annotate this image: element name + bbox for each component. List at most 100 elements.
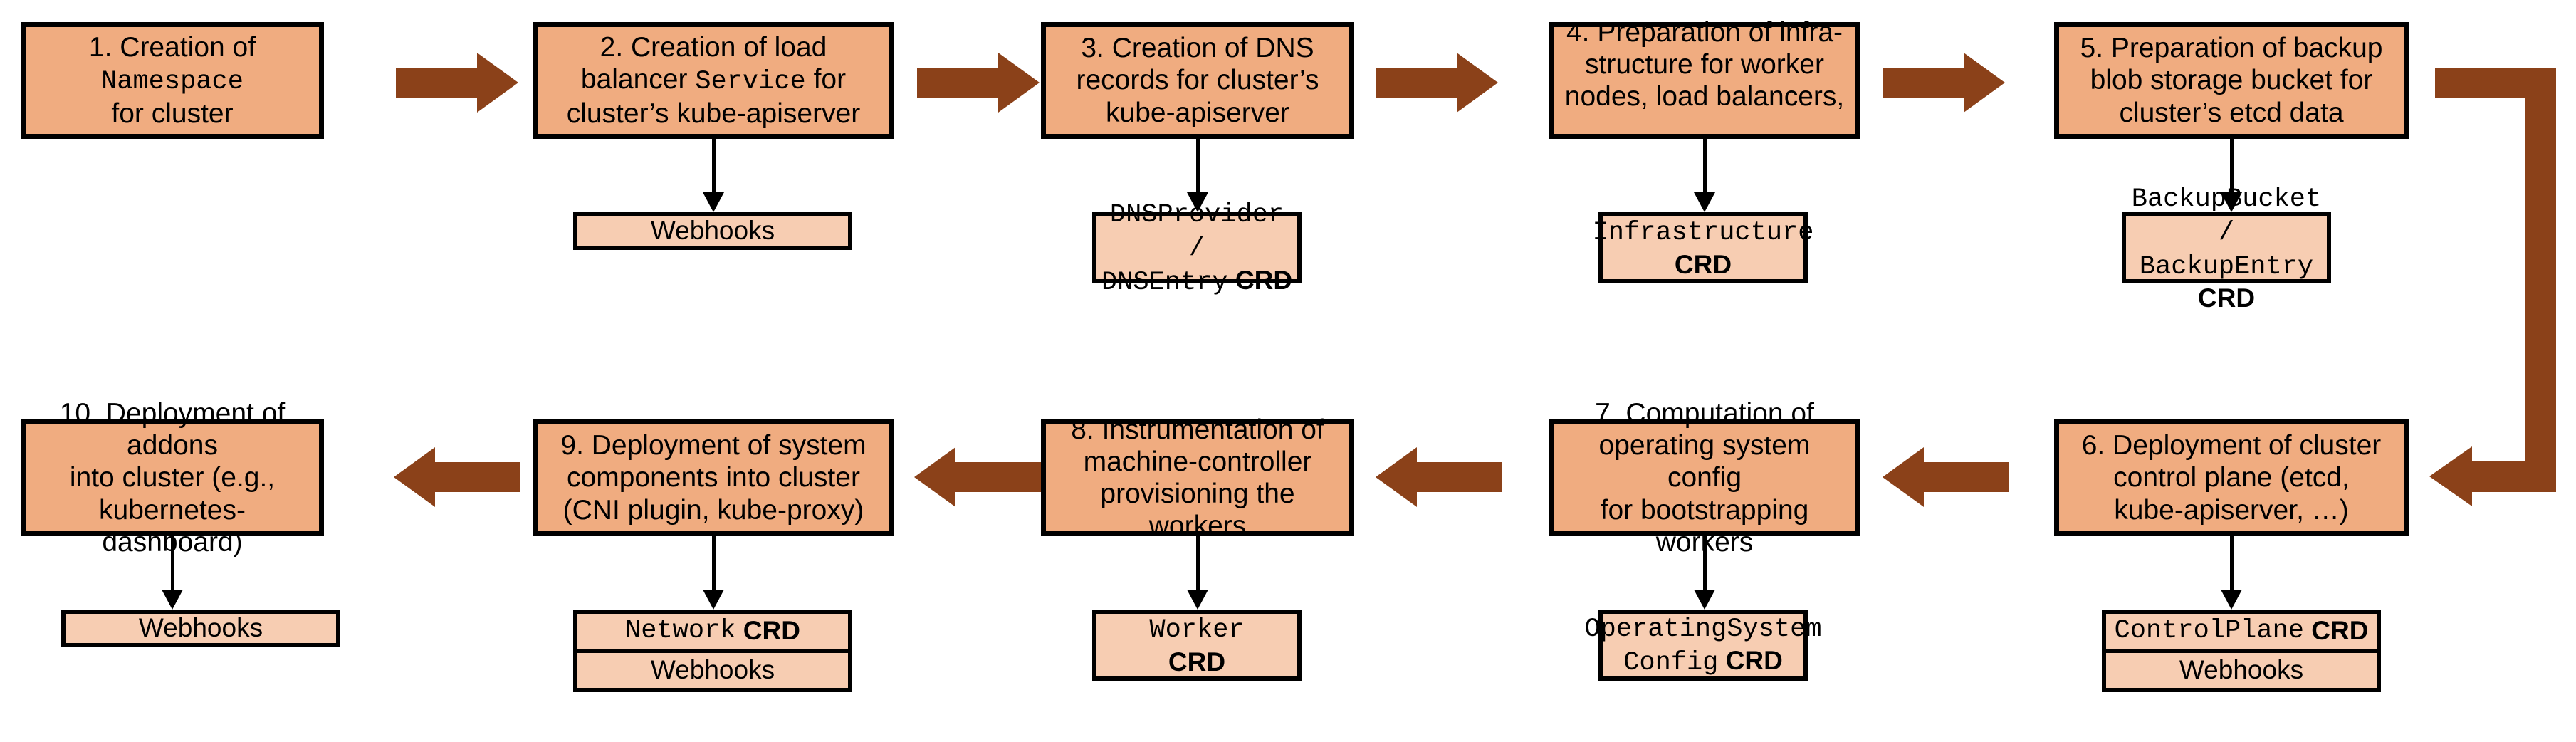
arrow-head-right-icon bbox=[1964, 53, 2005, 113]
crd-kind-line-1: OperatingSystem bbox=[1584, 614, 1822, 644]
connector-shaft bbox=[1702, 536, 1707, 591]
step-5-line-3: cluster’s etcd data bbox=[2119, 97, 2344, 128]
step-10-line-2: into cluster (e.g., bbox=[69, 462, 276, 493]
arrow-head-left-icon bbox=[914, 447, 955, 507]
connector-shaft bbox=[2229, 139, 2234, 194]
arrow-step5-to-step6-lower-horizontal-segment bbox=[2471, 461, 2556, 492]
arrow-head-down-icon bbox=[703, 590, 724, 610]
step-6-line-2: control plane (etcd, bbox=[2113, 462, 2350, 493]
crd-kind: Network bbox=[625, 616, 736, 647]
crd-suffix: CRD bbox=[2197, 283, 2256, 313]
arrow-head-down-icon bbox=[703, 192, 724, 212]
step-10-label: 10. Deployment of addons into cluster (e… bbox=[26, 397, 319, 558]
step-10-webhooks-box[interactable]: Webhooks bbox=[61, 610, 340, 647]
step-7-node[interactable]: 7. Computation of operating system confi… bbox=[1549, 398, 1860, 558]
step-2-line-1: 2. Creation of load bbox=[600, 31, 827, 63]
step-10-node[interactable]: 10. Deployment of addons into cluster (e… bbox=[21, 398, 324, 558]
arrow-shaft bbox=[1415, 462, 1502, 492]
step-6-crd-row[interactable]: ControlPlane CRD bbox=[2106, 614, 2377, 649]
step-6-artifacts-stack[interactable]: ControlPlane CRD Webhooks bbox=[2102, 610, 2381, 692]
arrow-step5-to-step6-vertical-segment bbox=[2525, 68, 2556, 476]
step-9-line-3: (CNI plugin, kube-proxy) bbox=[562, 494, 864, 526]
step-10-line-3: kubernetes-dashboard) bbox=[99, 494, 246, 558]
step-5-node[interactable]: 5. Preparation of backup blob storage bu… bbox=[2054, 22, 2409, 139]
crd-suffix: CRD bbox=[735, 616, 800, 646]
step-2-node[interactable]: 2. Creation of load balancer Service for… bbox=[533, 22, 894, 139]
step-1-node[interactable]: 1. Creation of Namespace for cluster bbox=[21, 22, 324, 139]
step-3-node[interactable]: 3. Creation of DNS records for cluster’s… bbox=[1041, 22, 1354, 139]
arrow-step6-to-step7 bbox=[1883, 447, 2009, 507]
arrow-shaft bbox=[917, 68, 1000, 98]
step-1-line-3: for cluster bbox=[111, 98, 234, 129]
arrow-head-down-icon bbox=[1694, 192, 1715, 212]
step-3-line-2: records for cluster’s bbox=[1076, 65, 1319, 96]
step-8-line-2: machine-controller bbox=[1083, 446, 1312, 477]
step-6-line-1: 6. Deployment of cluster bbox=[2081, 430, 2382, 461]
step-5-crd-box[interactable]: BackupBucket / BackupEntry CRD bbox=[2122, 184, 2331, 313]
step-4-node[interactable]: 4. Preparation of infra- structure for w… bbox=[1549, 17, 1860, 144]
crd-suffix: CRD bbox=[2304, 616, 2369, 646]
connector-shaft bbox=[170, 536, 174, 591]
step-4-line-2: structure for worker bbox=[1585, 48, 1824, 80]
crd-kind-line-1: DNSProvider / bbox=[1109, 199, 1284, 264]
step-9-artifacts-stack[interactable]: Network CRD Webhooks bbox=[573, 610, 852, 692]
step-3-label: 3. Creation of DNS records for cluster’s… bbox=[1072, 32, 1323, 129]
step-7-crd-box[interactable]: OperatingSystem Config CRD bbox=[1584, 610, 1822, 681]
arrow-head-down-icon bbox=[2221, 192, 2242, 212]
connector-step2-to-webhooks bbox=[703, 139, 724, 212]
arrow-shaft bbox=[954, 462, 1041, 492]
step-6-webhooks-label: Webhooks bbox=[2179, 655, 2304, 685]
arrow-step7-to-step8 bbox=[1376, 447, 1502, 507]
connector-step4-to-crd bbox=[1694, 139, 1715, 212]
crd-suffix: CRD bbox=[1718, 646, 1783, 675]
step-8-line-3: provisioning the workers bbox=[1100, 479, 1295, 542]
crd-kind: ControlPlane bbox=[2114, 616, 2304, 647]
step-2-line-2a: balancer bbox=[580, 64, 696, 95]
arrow-head-right-icon bbox=[477, 53, 518, 113]
step-6-webhooks-row[interactable]: Webhooks bbox=[2106, 649, 2377, 688]
step-2-webhooks-box[interactable]: Webhooks bbox=[573, 212, 852, 250]
step-3-line-1: 3. Creation of DNS bbox=[1081, 33, 1314, 64]
step-4-crd-box[interactable]: Infrastructure CRD bbox=[1593, 212, 1813, 283]
step-2-line-3: cluster’s kube-apiserver bbox=[566, 98, 861, 129]
step-6-label: 6. Deployment of cluster control plane (… bbox=[2078, 429, 2386, 526]
step-9-line-1: 9. Deployment of system bbox=[560, 430, 866, 461]
arrow-shaft bbox=[1883, 68, 1965, 98]
arrow-head-right-icon bbox=[1457, 53, 1498, 113]
step-9-webhooks-row[interactable]: Webhooks bbox=[577, 649, 848, 688]
step-2-line-2c: for bbox=[805, 64, 847, 95]
arrow-step3-to-step4 bbox=[1376, 53, 1498, 113]
arrow-step1-to-step2 bbox=[396, 53, 518, 113]
step-10-webhooks-label: Webhooks bbox=[138, 613, 263, 643]
step-1-line-2-mono: Namespace bbox=[101, 67, 244, 98]
step-4-crd-label: Infrastructure CRD bbox=[1588, 215, 1818, 281]
step-6-node[interactable]: 6. Deployment of cluster control plane (… bbox=[2054, 419, 2409, 536]
step-9-node[interactable]: 9. Deployment of system components into … bbox=[533, 419, 894, 536]
connector-step10-to-webhooks bbox=[162, 536, 183, 610]
connector-shaft bbox=[2229, 536, 2234, 591]
arrow-head-right-icon bbox=[998, 53, 1040, 113]
step-8-crd-box[interactable]: Worker CRD bbox=[1092, 610, 1302, 681]
step-9-crd-row[interactable]: Network CRD bbox=[577, 614, 848, 649]
crd-kind-line-1: Infrastructure bbox=[1592, 218, 1814, 249]
arrow-step4-to-step5 bbox=[1883, 53, 2005, 113]
step-7-label: 7. Computation of operating system confi… bbox=[1554, 397, 1855, 558]
crd-kind-line-2: DNSEntry bbox=[1101, 267, 1228, 298]
connector-shaft bbox=[1195, 536, 1200, 591]
step-3-crd-box[interactable]: DNSProvider / DNSEntry CRD bbox=[1092, 200, 1302, 298]
connector-step5-to-crd bbox=[2221, 139, 2242, 212]
step-10-line-1: 10. Deployment of addons bbox=[59, 397, 286, 461]
step-9-webhooks-label: Webhooks bbox=[650, 655, 775, 685]
step-3-crd-label: DNSProvider / DNSEntry CRD bbox=[1096, 197, 1297, 298]
arrow-head-down-icon bbox=[162, 590, 183, 610]
step-9-line-2: components into cluster bbox=[567, 462, 860, 493]
crd-suffix: CRD bbox=[1168, 647, 1226, 676]
step-8-node[interactable]: 8. Instrumentation of machine-controller… bbox=[1041, 414, 1354, 541]
connector-shaft bbox=[711, 139, 716, 194]
step-8-crd-label: Worker CRD bbox=[1145, 612, 1248, 678]
arrow-step2-to-step3 bbox=[917, 53, 1040, 113]
arrow-step8-to-step9 bbox=[914, 447, 1041, 507]
step-8-line-1: 8. Instrumentation of bbox=[1071, 414, 1324, 445]
arrow-head-down-icon bbox=[1187, 590, 1208, 610]
